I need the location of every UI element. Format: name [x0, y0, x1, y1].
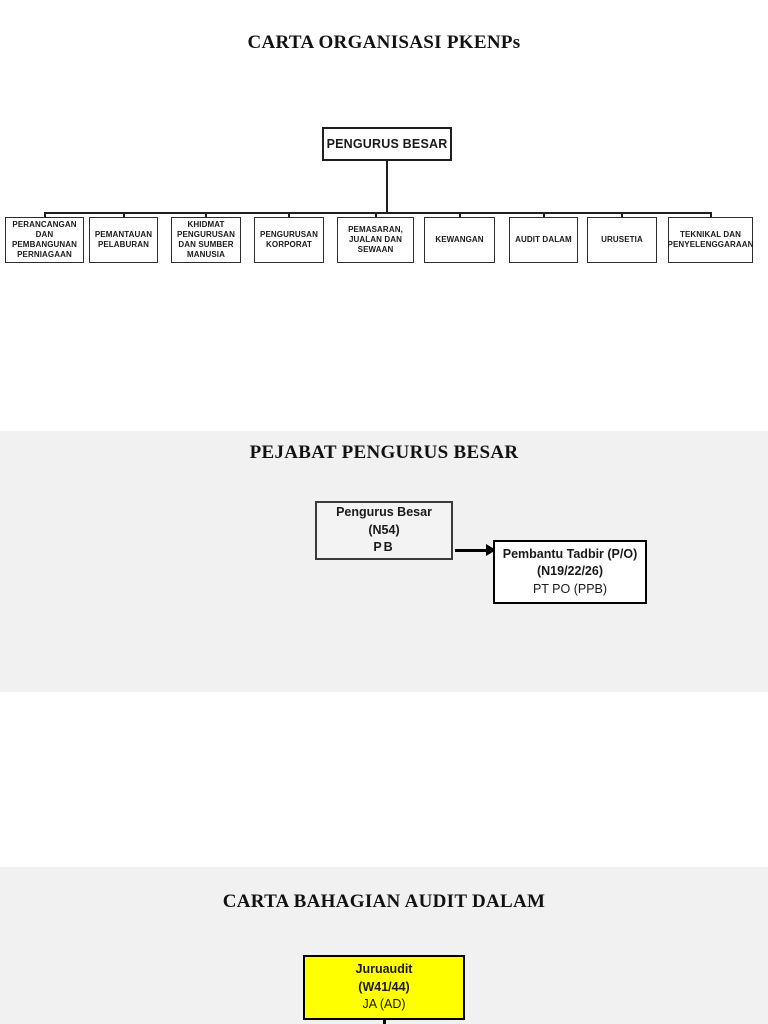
dept-box-khidmat: KHIDMAT PENGURUSAN DAN SUMBER MANUSIA	[171, 217, 241, 263]
org-chart-title: CARTA ORGANISASI PKENPs	[247, 32, 521, 53]
manager-code: PB	[373, 540, 395, 555]
connector-stub	[123, 212, 125, 218]
arrow-shaft	[455, 549, 488, 552]
connector-stub	[288, 212, 290, 218]
connector-stub	[383, 1020, 386, 1024]
assistant-code: PT PO (PPB)	[532, 581, 608, 596]
dept-box-pemantauan: PEMANTAUAN PELABURAN	[89, 217, 158, 263]
dept-box-urusetia: URUSETIA	[587, 217, 657, 263]
connector-stub	[205, 212, 207, 218]
arrow-head-icon	[486, 544, 496, 556]
dept-box-perancangan: PERANCANGAN DAN PEMBANGUNAN PERNIAGAAN	[5, 217, 84, 263]
dept-box-korporat: PENGURUSAN KORPORAT	[254, 217, 324, 263]
auditor-code: JA (AD)	[362, 997, 406, 1012]
dept-box-pemasaran: PEMASARAN, JUALAN DAN SEWAAN	[337, 217, 414, 263]
audit-section-title: CARTA BAHAGIAN AUDIT DALAM	[222, 891, 546, 912]
connector-stub	[375, 212, 377, 218]
auditor-grade: (W41/44)	[358, 979, 410, 994]
connector-stub	[621, 212, 623, 218]
org-root-box: PENGURUS BESAR	[322, 127, 452, 161]
org-root-label: PENGURUS BESAR	[326, 137, 448, 151]
manager-grade: (N54)	[368, 522, 400, 537]
dept-box-kewangan: KEWANGAN	[424, 217, 495, 263]
connector-vertical-line	[386, 161, 388, 213]
dept-box-teknikal: TEKNIKAL DAN PENYELENGGARAAN	[668, 217, 753, 263]
auditor-title: Juruaudit	[355, 962, 413, 977]
dept-box-audit-dalam: AUDIT DALAM	[509, 217, 578, 263]
assistant-title: Pembantu Tadbir (P/O)	[502, 546, 638, 561]
assistant-grade: (N19/22/26)	[536, 564, 603, 579]
section-pejabat-pengurus-besar: PEJABAT PENGURUS BESAR Pengurus Besar (N…	[0, 431, 768, 692]
connector-horizontal-line	[44, 212, 711, 214]
juruaudit-box: Juruaudit (W41/44) JA (AD)	[303, 955, 465, 1020]
connector-stub	[44, 212, 46, 218]
connector-stub	[459, 212, 461, 218]
manager-title: Pengurus Besar	[336, 505, 432, 520]
connector-stub	[543, 212, 545, 218]
connector-stub	[710, 212, 712, 218]
pejabat-section-title: PEJABAT PENGURUS BESAR	[249, 442, 519, 463]
pengurus-besar-box: Pengurus Besar (N54) PB	[315, 501, 453, 560]
section-audit-dalam: CARTA BAHAGIAN AUDIT DALAM Juruaudit (W4…	[0, 867, 768, 1024]
pembantu-tadbir-box: Pembantu Tadbir (P/O) (N19/22/26) PT PO …	[493, 540, 647, 604]
